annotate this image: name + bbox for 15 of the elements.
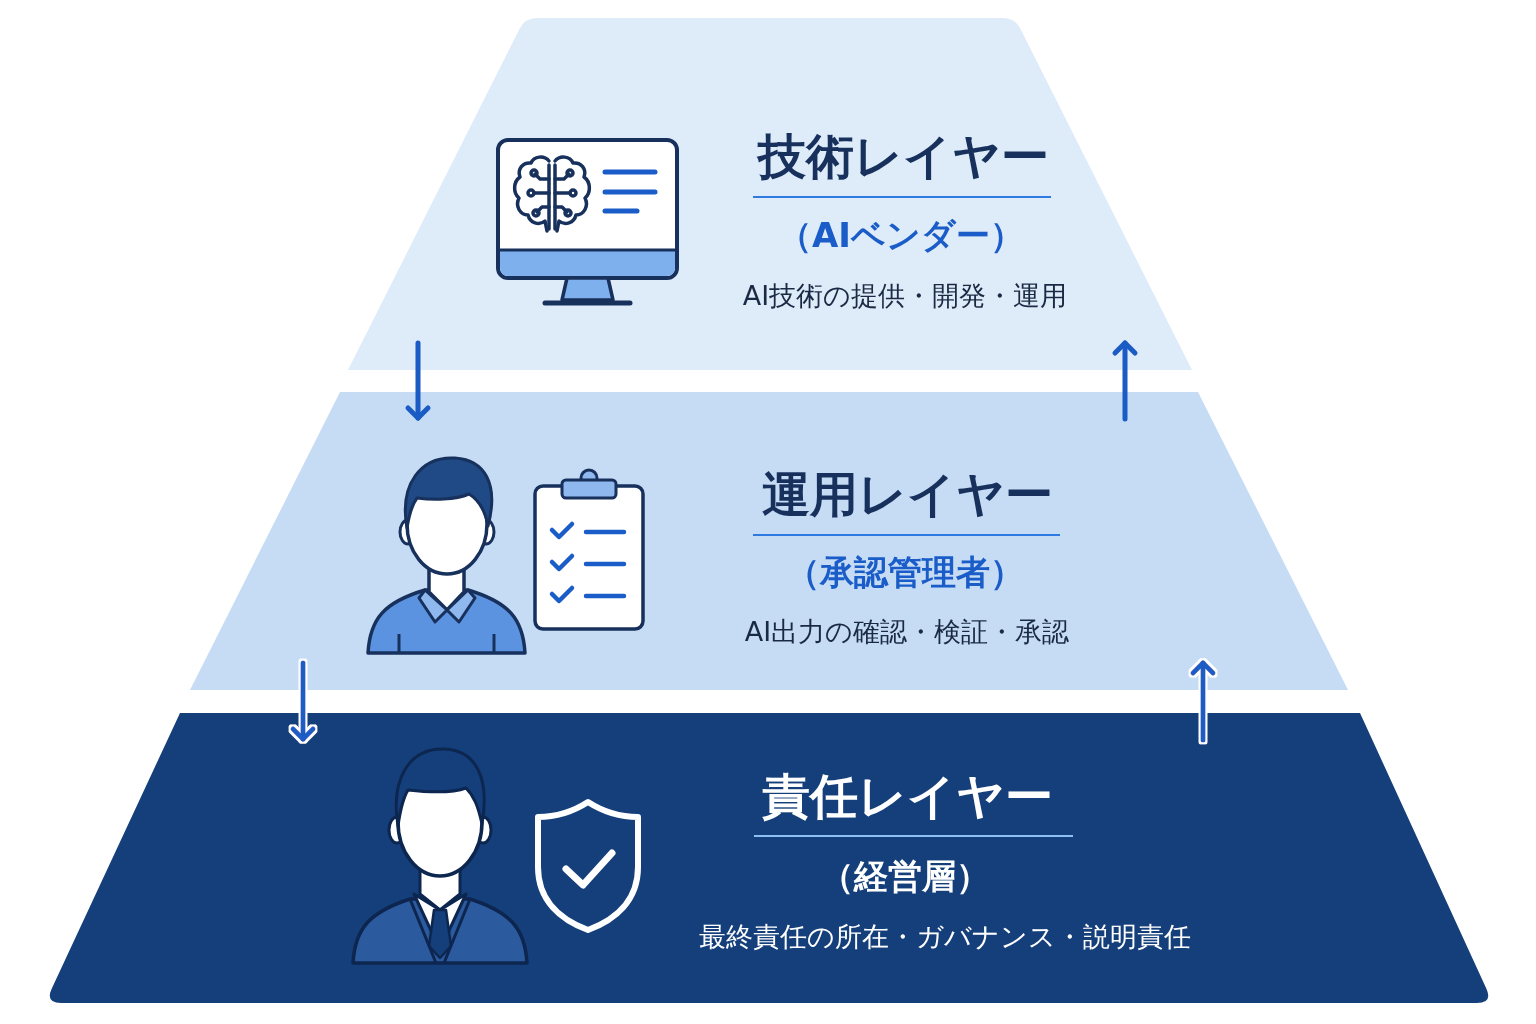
layer-description: AI技術の提供・開発・運用: [742, 280, 1068, 313]
layer-description: 最終責任の所在・ガバナンス・説明責任: [699, 921, 1191, 954]
layer-subtitle: （経営層）: [820, 856, 990, 897]
layer-title: 技術レイヤー: [757, 128, 1049, 186]
pyramid-tier: [348, 18, 1192, 370]
arrow: [290, 660, 316, 742]
layer-subtitle: （AIベンダー）: [778, 215, 1024, 256]
arrow: [1190, 660, 1216, 743]
layer-subtitle: （承認管理者）: [786, 552, 1024, 593]
arrow: [1112, 340, 1138, 422]
pyramid-tier: [190, 392, 1348, 690]
layer-title: 責任レイヤー: [761, 768, 1053, 826]
layer-title: 運用レイヤー: [761, 466, 1053, 524]
arrow: [405, 340, 431, 421]
layer-description: AI出力の確認・検証・承認: [744, 616, 1070, 649]
